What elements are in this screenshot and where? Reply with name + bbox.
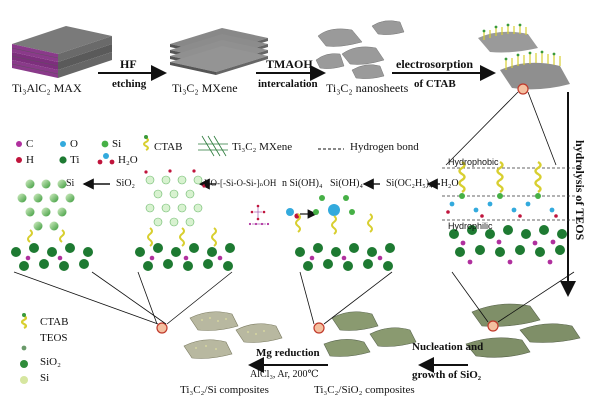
etching-label: etching	[112, 78, 147, 90]
mg-reduction-label: Mg reduction	[256, 347, 320, 359]
mxene-label: Ti₃C₂ MXene	[172, 81, 238, 95]
legend-si: Si	[112, 138, 122, 150]
polycondensation-label: HO-[-Si-O-Si-]ₙOH	[204, 178, 277, 188]
legend-c: C	[26, 138, 34, 150]
sioh4-adsorption-model	[295, 195, 395, 271]
legend-ti: Ti	[70, 154, 80, 166]
mg-conditions-label: AlCl₃, Ar, 200℃	[250, 369, 319, 380]
teos-reaction-label: Si(OC₂H₅)₄+ H₂O	[386, 178, 459, 189]
hydrolysis-label: hydrolysis of TEOS	[573, 140, 587, 241]
legend-bottom-teos: TEOS	[40, 332, 68, 344]
legend-hbond: Hydrogen bond	[350, 141, 419, 153]
ctab-mxene-panel	[446, 160, 567, 265]
si-label: Si	[66, 178, 75, 189]
legend-top-symbols	[16, 135, 344, 165]
intercalation-label: intercalation	[258, 78, 318, 90]
si-composite-sheets	[183, 311, 283, 359]
electrosorption-label: electrosorption	[396, 57, 474, 71]
composite-sheets-right	[465, 303, 581, 358]
legend-ctab: CTAB	[154, 141, 183, 153]
legend-o: O	[70, 138, 78, 150]
legend-bottom-si: Si	[40, 372, 50, 384]
max-phase-stack	[11, 26, 112, 78]
silanol-reaction-sketch	[248, 204, 318, 226]
legend-bottom-sio2: SiO₂	[40, 356, 61, 368]
si-crystal-model	[11, 179, 93, 271]
zoom-marker-top	[517, 83, 529, 95]
growth-label: growth of SiO₂	[412, 369, 482, 381]
max-label: Ti₃AlC₂ MAX	[12, 81, 82, 95]
nucleation-label: Nucleation and	[412, 341, 484, 353]
tmaoh-label: TMAOH	[266, 57, 313, 71]
mxene-stack	[170, 28, 268, 75]
legend-h: H	[26, 154, 34, 166]
zoom-marker-mid	[313, 322, 325, 334]
legend-h2o: H₂O	[118, 154, 138, 166]
ctab-label: of CTAB	[414, 78, 456, 90]
sio2-composite-sheets	[323, 311, 417, 357]
sioh4-label: Si(OH)₄	[330, 178, 363, 189]
hf-label: HF	[120, 57, 137, 71]
ctab-coated-sheets	[478, 23, 570, 90]
legend-bottom-symbols	[20, 313, 28, 384]
nanosheets-label: Ti₃C₂ nanosheets	[326, 81, 409, 95]
si-composites-label: Ti₃C₂/Si composites	[180, 384, 269, 396]
legend-bottom-ctab: CTAB	[40, 316, 69, 328]
sio2-network-model	[135, 169, 235, 271]
nanosheets-group	[315, 20, 405, 79]
hydrophilic-label: Hydrophilic	[448, 221, 493, 231]
n-sioh4-label: n Si(OH)₄	[282, 178, 323, 189]
sio2-composites-label: Ti₃C₂/SiO₂ composites	[314, 384, 415, 396]
zoom-marker-right	[487, 320, 499, 332]
hydrophobic-label: Hydrophobic	[448, 157, 499, 167]
zoom-marker-left	[156, 322, 168, 334]
sio2-label: SiO₂	[116, 178, 136, 189]
legend-mxene: Ti₃C₂ MXene	[232, 141, 293, 153]
